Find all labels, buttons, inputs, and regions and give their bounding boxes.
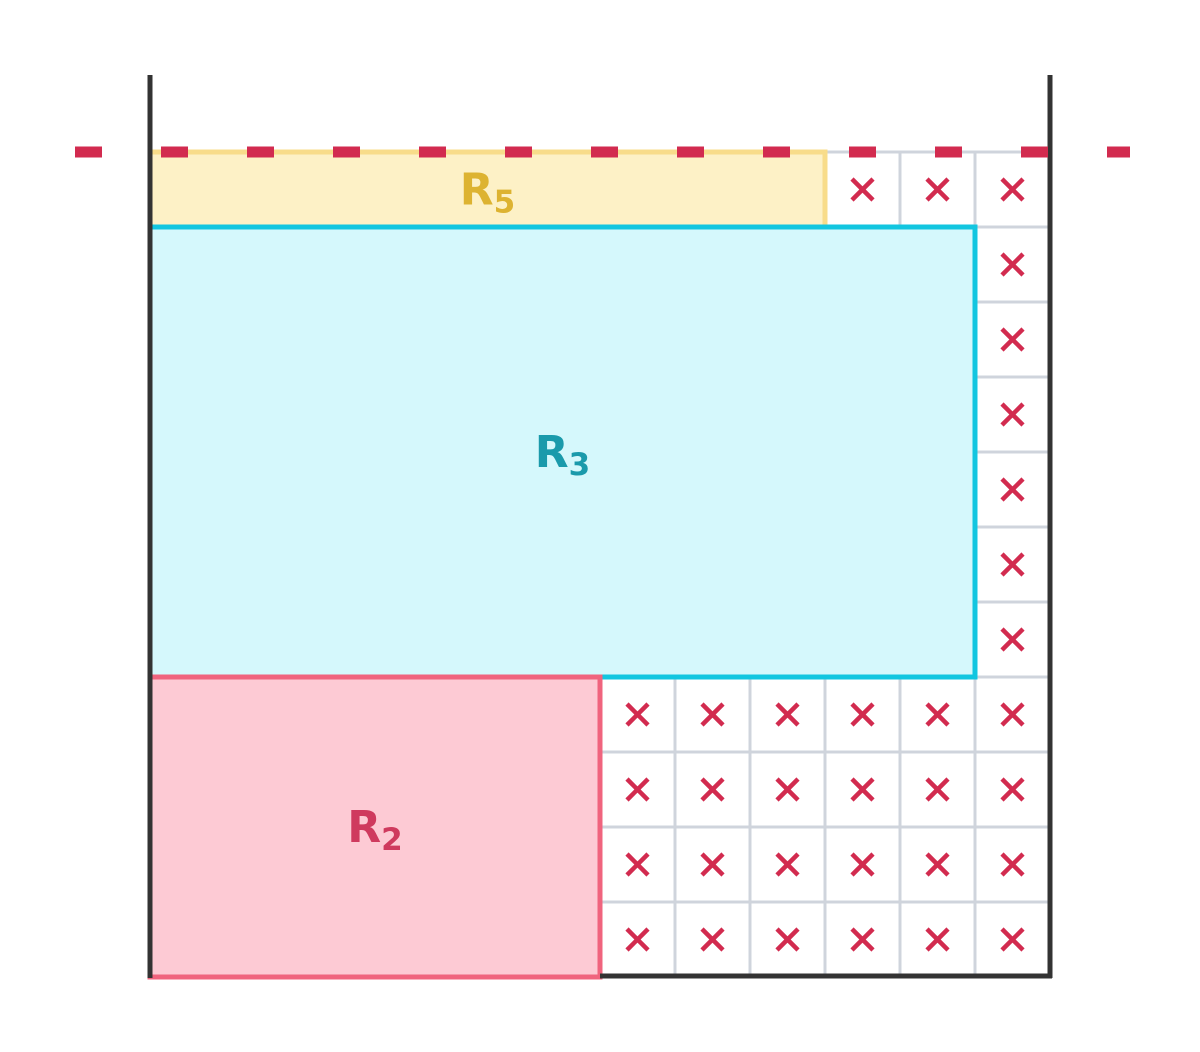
blocked-cell <box>823 150 902 229</box>
cross-mark-icon <box>1000 177 1025 202</box>
cross-mark-icon <box>1000 852 1025 877</box>
cross-mark-icon <box>700 777 725 802</box>
grid-cell <box>823 675 902 754</box>
grid-cell <box>898 900 977 979</box>
blocked-cell <box>898 675 977 754</box>
label-subscript: 5 <box>494 185 516 221</box>
cross-mark-icon <box>850 927 875 952</box>
cross-mark-icon <box>775 702 800 727</box>
cross-mark-icon <box>775 852 800 877</box>
cross-mark-icon <box>925 927 950 952</box>
cross-mark-icon <box>775 777 800 802</box>
rectangle-r2-label: R2 <box>347 802 402 858</box>
container-walls <box>147 75 1053 979</box>
blocked-cell <box>673 825 752 904</box>
cross-mark-icon <box>1000 702 1025 727</box>
blocked-cells-grid <box>598 150 1052 979</box>
cross-mark-icon <box>925 177 950 202</box>
blocked-cell <box>973 900 1052 979</box>
grid-cell <box>748 900 827 979</box>
cross-mark-icon <box>625 927 650 952</box>
blocked-cell <box>898 150 977 229</box>
cross-mark-icon <box>700 852 725 877</box>
cross-mark-icon <box>1000 477 1025 502</box>
rectangle-r3-box <box>147 224 978 680</box>
blocked-cell <box>673 900 752 979</box>
cross-mark-icon <box>700 927 725 952</box>
cross-mark-icon <box>1000 627 1025 652</box>
grid-cell <box>973 150 1052 229</box>
blocked-cell <box>973 450 1052 529</box>
cross-mark-icon <box>850 852 875 877</box>
cross-mark-icon <box>1000 327 1025 352</box>
rectangle-r2: R2 <box>147 674 603 980</box>
blocked-cell <box>973 750 1052 829</box>
blocked-cell <box>973 300 1052 379</box>
cross-mark-icon <box>700 702 725 727</box>
blocked-cell <box>973 150 1052 229</box>
blocked-cell <box>973 600 1052 679</box>
rectangle-r5-label: R5 <box>460 165 515 221</box>
blocked-cell <box>598 675 677 754</box>
rectangle-r5: R5 <box>147 149 828 230</box>
cross-mark-icon <box>625 702 650 727</box>
blocked-cell <box>823 825 902 904</box>
cross-mark-icon <box>1000 777 1025 802</box>
cross-mark-icon <box>850 702 875 727</box>
blocked-cell <box>598 900 677 979</box>
blocked-cell <box>973 225 1052 304</box>
blocked-cell <box>748 825 827 904</box>
blocked-cell <box>748 675 827 754</box>
blocked-cell <box>898 750 977 829</box>
cross-mark-icon <box>850 177 875 202</box>
rectangle-r3: R3 <box>147 224 978 680</box>
cross-mark-icon <box>850 777 875 802</box>
cross-mark-icon <box>925 702 950 727</box>
cross-mark-icon <box>1000 402 1025 427</box>
rectangle-r2-box <box>147 674 603 980</box>
blocked-cell <box>898 825 977 904</box>
label-subscript: 3 <box>569 447 591 483</box>
blocked-cell <box>973 375 1052 454</box>
cross-mark-icon <box>775 927 800 952</box>
blocked-cell <box>748 750 827 829</box>
blocked-cell <box>823 900 902 979</box>
cross-mark-icon <box>625 852 650 877</box>
cross-mark-icon <box>1000 927 1025 952</box>
label-letter: R <box>347 802 381 853</box>
blocked-cell <box>598 825 677 904</box>
blocked-cell <box>973 525 1052 604</box>
blocked-cell <box>973 825 1052 904</box>
blocked-cell <box>673 675 752 754</box>
blocked-cell <box>973 675 1052 754</box>
rectangle-r3-label: R3 <box>535 427 590 483</box>
blocked-cell <box>673 750 752 829</box>
cross-mark-icon <box>925 852 950 877</box>
label-letter: R <box>460 165 494 216</box>
blocked-cell <box>823 675 902 754</box>
label-subscript: 2 <box>381 822 403 858</box>
blocked-cell <box>898 900 977 979</box>
cross-mark-icon <box>925 777 950 802</box>
cross-mark-icon <box>1000 252 1025 277</box>
blocked-cell <box>598 750 677 829</box>
blocked-cell <box>823 750 902 829</box>
label-letter: R <box>535 427 569 478</box>
cross-mark-icon <box>1000 552 1025 577</box>
cross-mark-icon <box>625 777 650 802</box>
blocked-cell <box>748 900 827 979</box>
